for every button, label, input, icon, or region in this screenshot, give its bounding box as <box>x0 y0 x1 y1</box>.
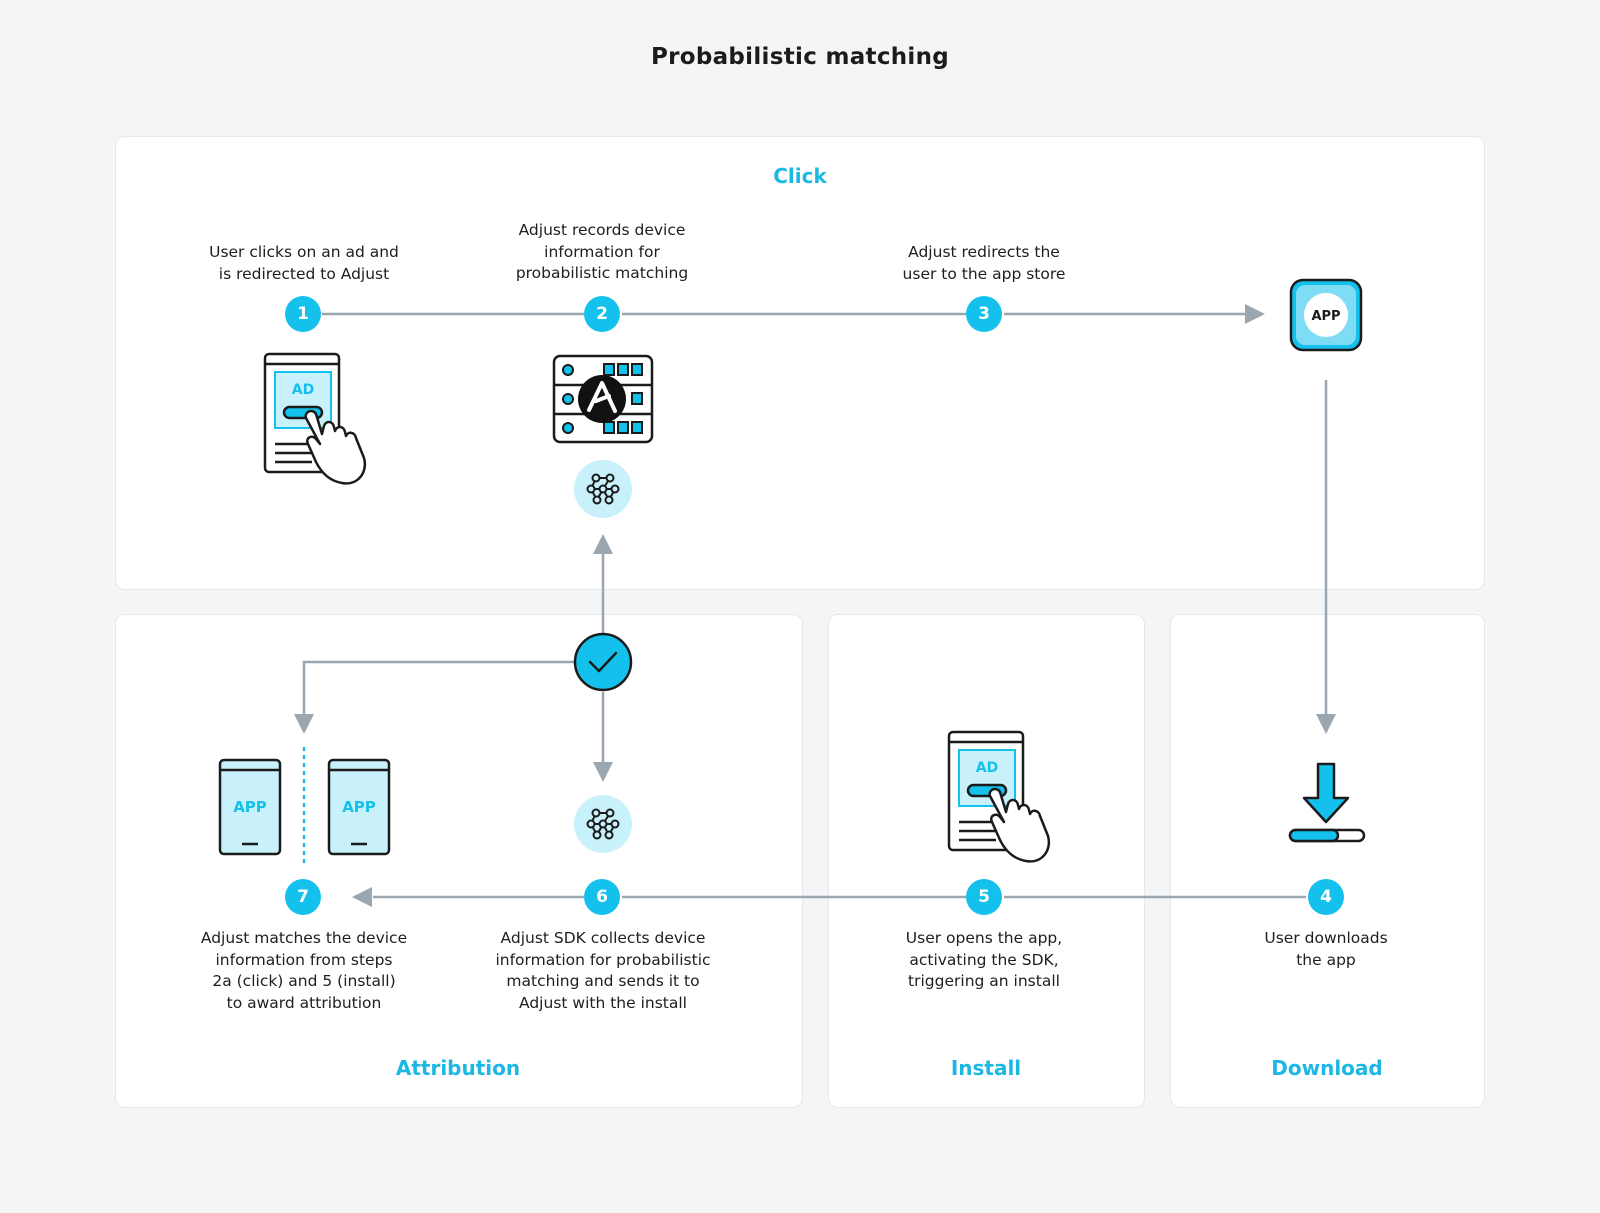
attribution-panel <box>115 614 803 1108</box>
phone-app-icon-left: APP <box>218 758 282 856</box>
click-panel <box>115 136 1485 590</box>
connector-check-to-phones <box>302 660 574 718</box>
section-label-install: Install <box>950 1056 1022 1080</box>
ad-label: AD <box>292 382 314 398</box>
step-badge-7: 7 <box>285 879 321 915</box>
download-icon <box>1288 762 1366 843</box>
step-text-5: User opens the app,activating the SDK,tr… <box>905 929 1063 990</box>
phone-ad-click-icon: AD <box>263 352 367 485</box>
adjust-server-icon <box>552 354 654 444</box>
section-label-click: Click <box>773 164 827 188</box>
ad-label-install: AD <box>976 760 998 776</box>
section-label-download: Download <box>1271 1056 1383 1080</box>
step-badge-6: 6 <box>584 879 620 915</box>
install-panel <box>828 614 1145 1108</box>
data-nodes-icon-bottom <box>574 795 632 853</box>
app-label-left: APP <box>233 798 267 816</box>
step-badge-4: 4 <box>1308 879 1344 915</box>
app-label: APP <box>1311 309 1340 324</box>
phone-app-icon-right: APP <box>327 758 391 856</box>
check-circle-icon <box>573 632 633 692</box>
app-store-icon: APP <box>1289 278 1363 352</box>
step-badge-5: 5 <box>966 879 1002 915</box>
app-label-right: APP <box>342 798 376 816</box>
section-label-attribution: Attribution <box>395 1056 521 1080</box>
diagram-title: Probabilistic matching <box>650 44 950 70</box>
download-panel <box>1170 614 1485 1108</box>
data-nodes-icon-top <box>574 460 632 518</box>
step-badge-2: 2 <box>584 296 620 332</box>
step-badge-3: 3 <box>966 296 1002 332</box>
step-badge-1: 1 <box>285 296 321 332</box>
phone-open-app-icon: AD <box>947 730 1051 863</box>
